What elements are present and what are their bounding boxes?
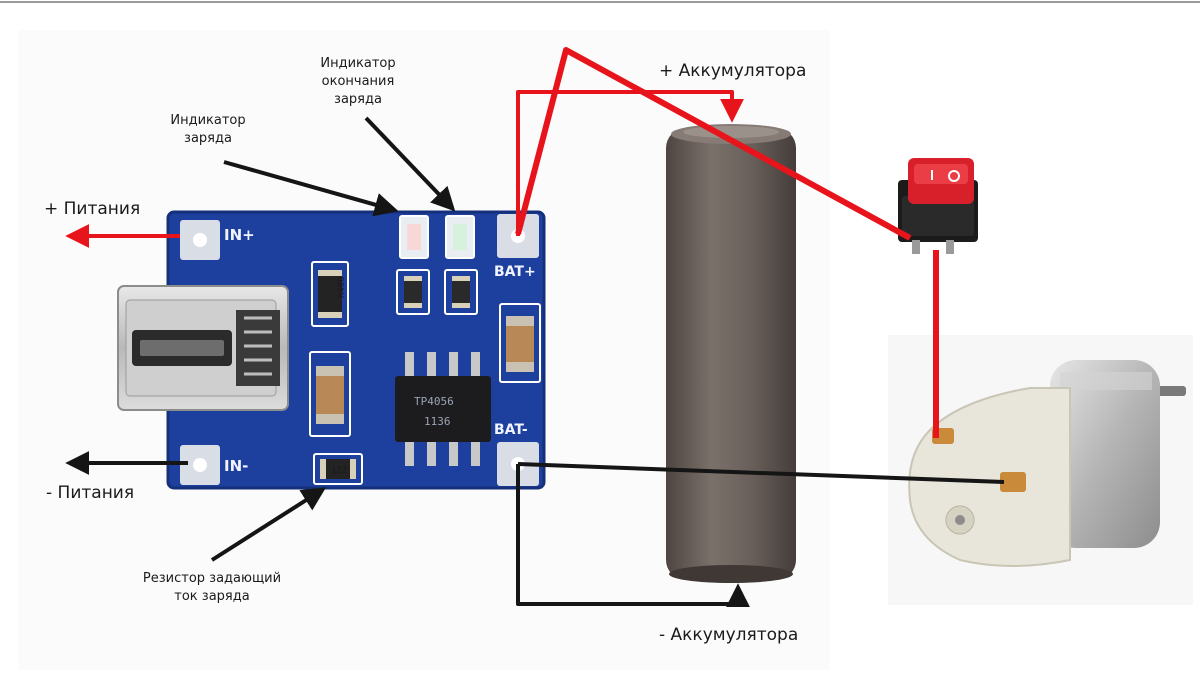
capacitor-2: [506, 316, 534, 372]
label-charge-end-indicator: Индикатор окончания заряда: [320, 56, 396, 107]
capacitor-1: [316, 366, 344, 424]
label-charge-indicator: Индикатор заряда: [170, 113, 246, 146]
label-plus-battery: + Аккумулятора: [659, 61, 807, 81]
silk-bat-minus: BAT-: [494, 422, 528, 438]
label-minus-battery: - Аккумулятора: [659, 625, 799, 645]
battery-18650: [666, 124, 796, 583]
chip-marking-2: 1136: [424, 415, 451, 428]
wire-bat-minus-to-motor: [517, 462, 1005, 484]
wire-bat-minus-to-battery: [516, 464, 750, 608]
positive-wires: [65, 47, 939, 438]
resistor-122: [320, 459, 356, 479]
silk-bat-plus: BAT+: [494, 264, 536, 280]
label-charge-resistor: Резистор задающий ток заряда: [142, 571, 282, 604]
resistor-r400-marking: R400: [337, 276, 347, 298]
chip-tp4056: TP4056 1136: [395, 352, 491, 466]
arrow-charge-indicator: [223, 160, 399, 217]
charger-board: IN+ IN- BAT+ BAT- R400: [117, 210, 546, 490]
arrow-charge-end-indicator: [364, 116, 456, 212]
wire-bat-plus-to-switch: [515, 47, 912, 241]
arrow-charge-resistor: [210, 487, 327, 562]
silk-in-minus: IN-: [224, 457, 248, 475]
rocker-switch: [898, 158, 978, 254]
mini-usb-connector: [117, 285, 289, 411]
wire-bat-plus-to-battery: [516, 90, 744, 236]
resistor-r400: [318, 270, 342, 318]
led-resistor-1: [404, 276, 422, 308]
resistor-122-marking: 122: [331, 466, 347, 476]
silk-in-plus: IN+: [224, 226, 255, 244]
chip-marking-1: TP4056: [414, 395, 454, 408]
label-plus-power: + Питания: [44, 199, 141, 219]
negative-wires: [65, 116, 1005, 608]
label-minus-power: - Питания: [46, 483, 135, 503]
motor-terminal: [1000, 472, 1026, 492]
led-resistor-2: [452, 276, 470, 308]
